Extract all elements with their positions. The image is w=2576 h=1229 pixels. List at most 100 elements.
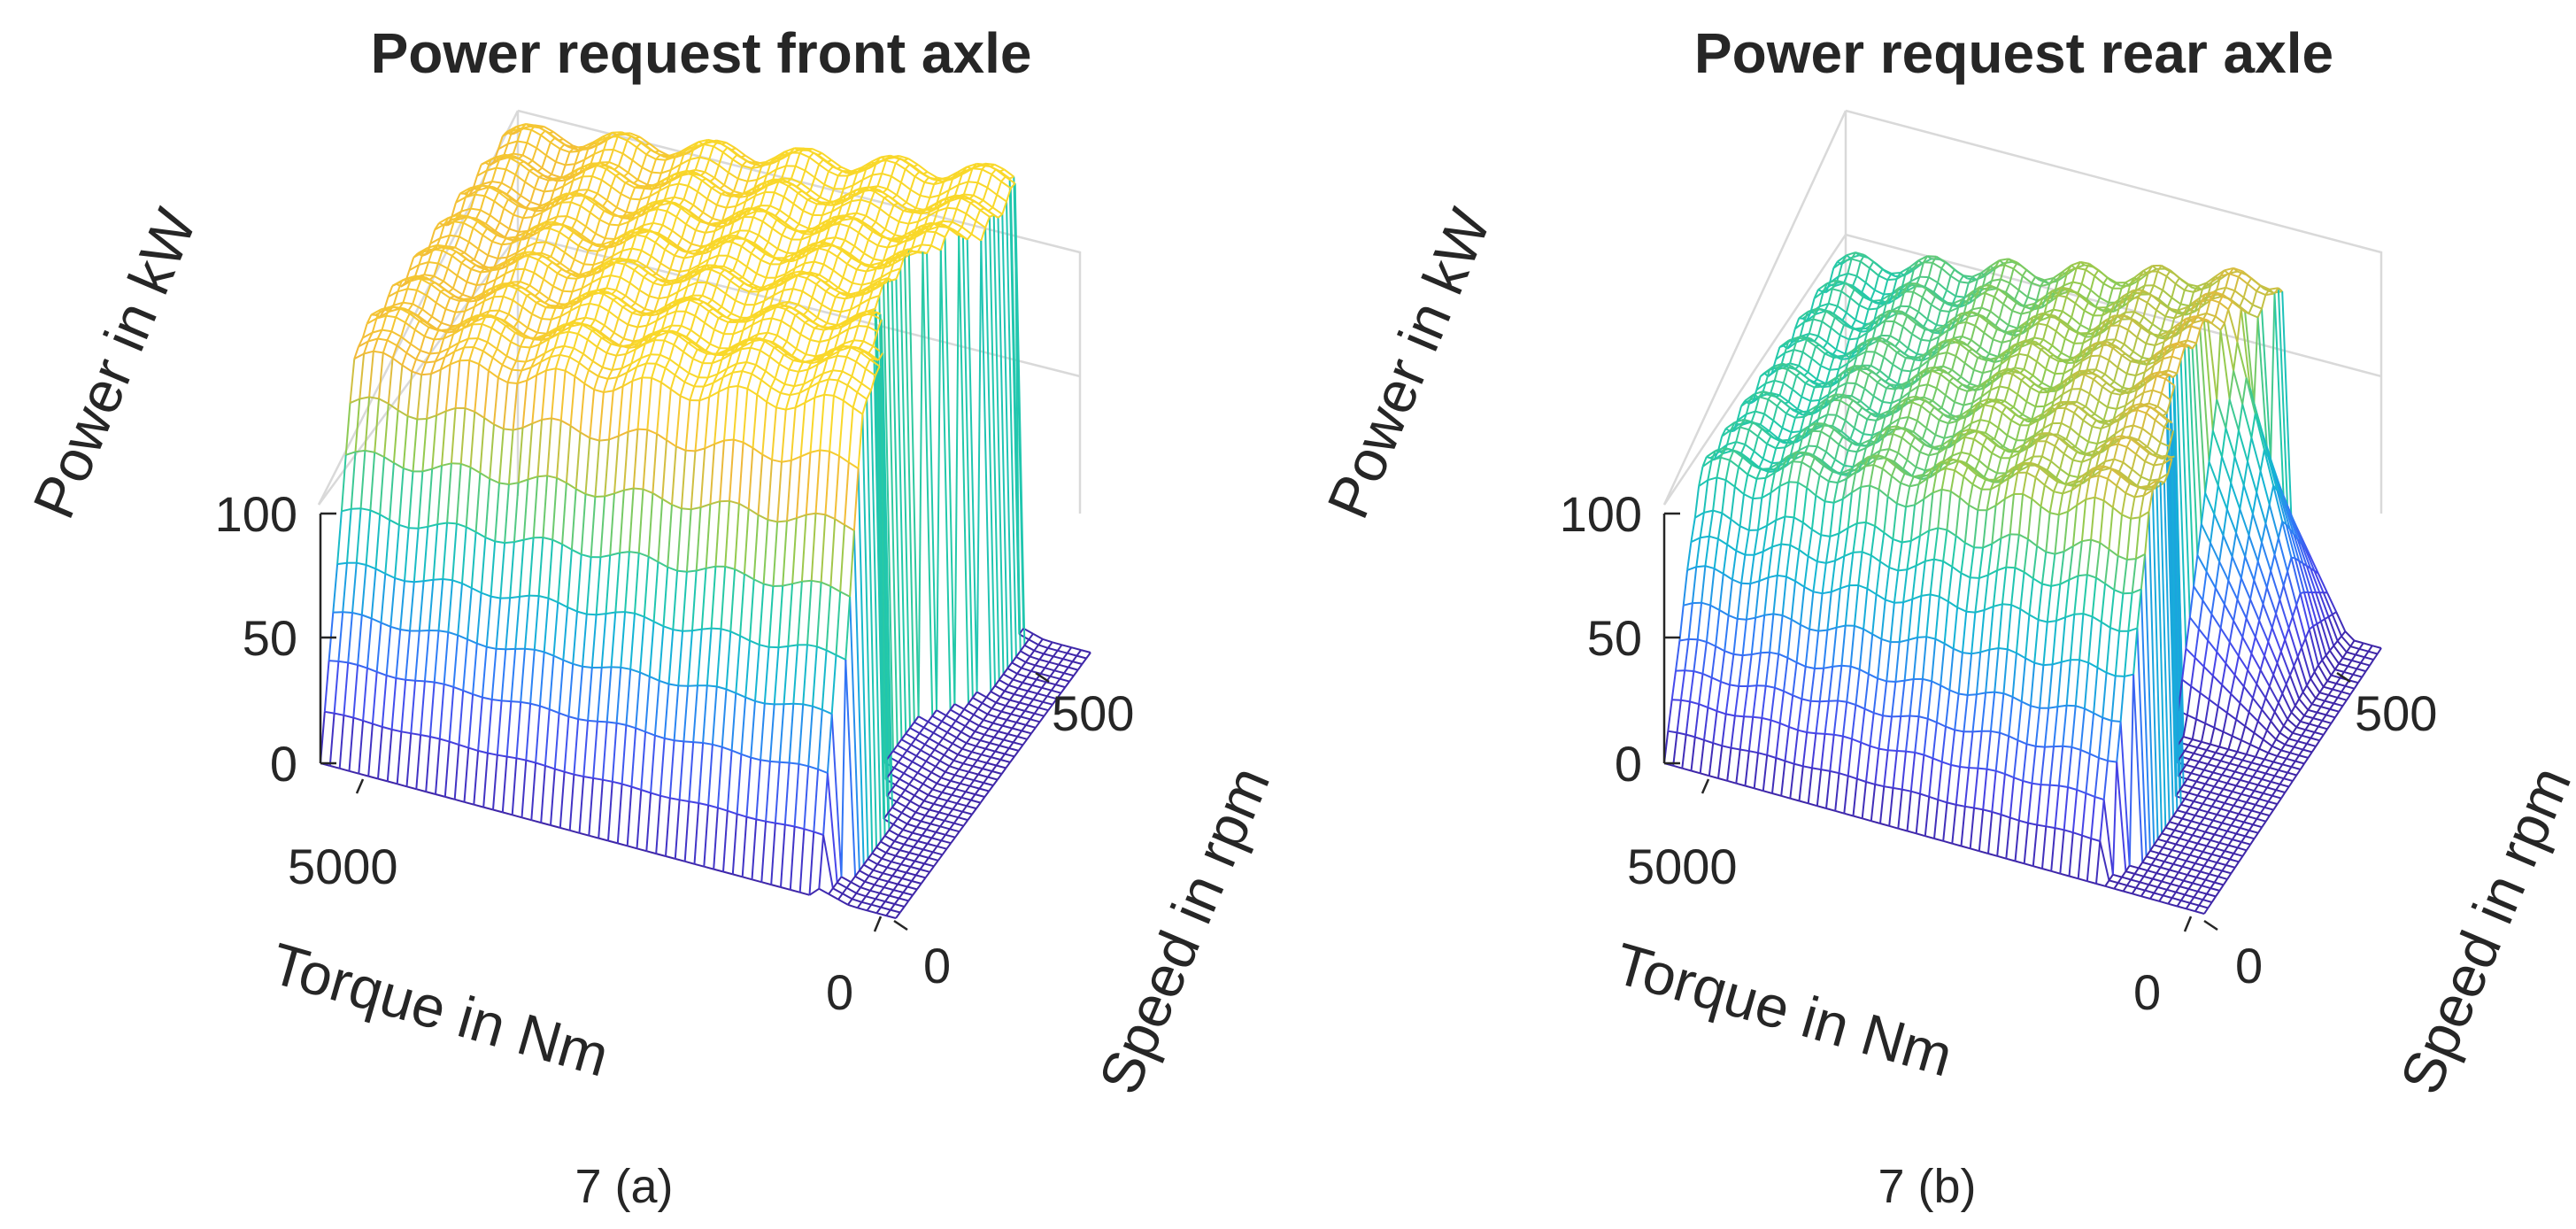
surface-mesh-line [484, 195, 495, 203]
surface-mesh-line [1001, 213, 1014, 663]
surface-mesh-line [458, 213, 463, 218]
surface-mesh-line [534, 648, 544, 653]
surface-mesh-line [790, 888, 800, 893]
surface-mesh-line [723, 387, 729, 441]
surface-mesh-line [790, 314, 797, 328]
surface-mesh-line [474, 184, 481, 196]
surface-mesh-line [501, 243, 512, 246]
surface-mesh-line [513, 152, 523, 157]
surface-mesh-line [625, 132, 631, 135]
surface-mesh-line [468, 241, 480, 251]
surface-mesh-line [482, 289, 490, 302]
surface-mesh-line [922, 243, 931, 247]
surface-mesh-line [538, 279, 545, 293]
surface-mesh-line [528, 251, 534, 257]
surface-mesh-line [948, 814, 959, 819]
surface-mesh-line [711, 298, 722, 308]
surface-mesh-line [572, 662, 583, 668]
surface-mesh-line [853, 232, 860, 247]
surface-mesh-line [455, 196, 467, 204]
surface-mesh-line [460, 462, 471, 468]
surface-mesh-line [688, 358, 694, 374]
surface-mesh-line [512, 198, 518, 203]
surface-mesh-line [453, 685, 464, 692]
surface-mesh-line [775, 305, 786, 311]
surface-mesh-line [807, 363, 819, 371]
surface-mesh-line [519, 594, 529, 598]
surface-mesh-line [602, 135, 608, 140]
surface-mesh-line [817, 152, 823, 156]
surface-mesh-line [495, 318, 506, 327]
surface-mesh-line [668, 358, 680, 367]
surface-mesh-line [830, 159, 842, 168]
surface-mesh-line [652, 278, 659, 284]
surface-mesh-line [598, 779, 604, 839]
surface-mesh-line [621, 247, 633, 252]
surface-mesh-line [521, 700, 531, 705]
surface-mesh-line [550, 353, 560, 359]
surface-mesh-line [406, 785, 417, 791]
surface-mesh-line [521, 295, 528, 308]
surface-mesh-line [551, 177, 558, 182]
surface-mesh-line [470, 531, 477, 589]
surface-mesh-line [919, 805, 930, 811]
surface-mesh-line [551, 368, 557, 419]
surface-mesh-line [616, 131, 623, 137]
surface-mesh-line [694, 400, 701, 452]
surface-mesh-line [970, 233, 982, 242]
surface-mesh-line [469, 194, 476, 209]
surface-mesh-line [914, 171, 921, 178]
surface-mesh-line [664, 359, 671, 369]
surface-mesh-line [712, 205, 718, 220]
surface-mesh-line [479, 310, 490, 316]
surface-mesh-line [524, 267, 535, 274]
surface-mesh-line [675, 857, 685, 862]
surface-mesh-line [1020, 715, 1031, 721]
surface-mesh-line [922, 171, 929, 175]
surface-mesh-line [727, 809, 737, 815]
surface-mesh-line [579, 158, 586, 173]
surface-mesh-line [657, 331, 668, 337]
surface-mesh-line [605, 555, 612, 614]
surface-mesh-line [975, 793, 985, 798]
surface-mesh-line [930, 771, 942, 779]
surface-mesh-line [779, 383, 786, 394]
surface-mesh-line [501, 237, 507, 245]
surface-mesh-line [746, 388, 758, 396]
surface-mesh-line [748, 216, 754, 231]
surface-mesh-line [684, 860, 695, 865]
surface-mesh-line [744, 573, 755, 581]
surface-mesh-line [358, 337, 364, 347]
surface-mesh-line [405, 733, 413, 787]
surface-mesh-line [668, 740, 675, 799]
surface-mesh-line [561, 277, 568, 292]
surface-mesh-line [540, 299, 545, 305]
surface-mesh-line [750, 700, 756, 758]
surface-mesh-line [526, 142, 537, 150]
surface-mesh-line [537, 259, 549, 267]
surface-mesh-line [634, 612, 645, 618]
surface-mesh-line [487, 341, 498, 350]
surface-mesh-line [496, 285, 502, 291]
surface-mesh-line [847, 903, 859, 909]
surface-mesh-line [374, 398, 380, 452]
surface-mesh-line [896, 182, 902, 196]
surface-mesh-line [734, 275, 739, 280]
surface-mesh-line [623, 337, 634, 343]
surface-mesh-line [727, 146, 732, 151]
surface-mesh-line [453, 295, 459, 299]
surface-mesh-line [412, 303, 423, 311]
surface-mesh-line [749, 579, 755, 641]
surface-mesh-line [598, 293, 605, 306]
surface-mesh-line [852, 179, 864, 187]
surface-mesh-line [542, 174, 548, 179]
surface-mesh-line [988, 728, 999, 733]
surface-mesh-line [559, 330, 569, 335]
surface-mesh-line [425, 736, 431, 792]
surface-mesh-line [430, 282, 436, 286]
surface-mesh-line [486, 291, 492, 298]
surface-mesh-line [441, 462, 452, 467]
surface-mesh-line [806, 277, 817, 285]
surface-mesh-line [363, 341, 369, 354]
surface-mesh-line [513, 427, 523, 431]
